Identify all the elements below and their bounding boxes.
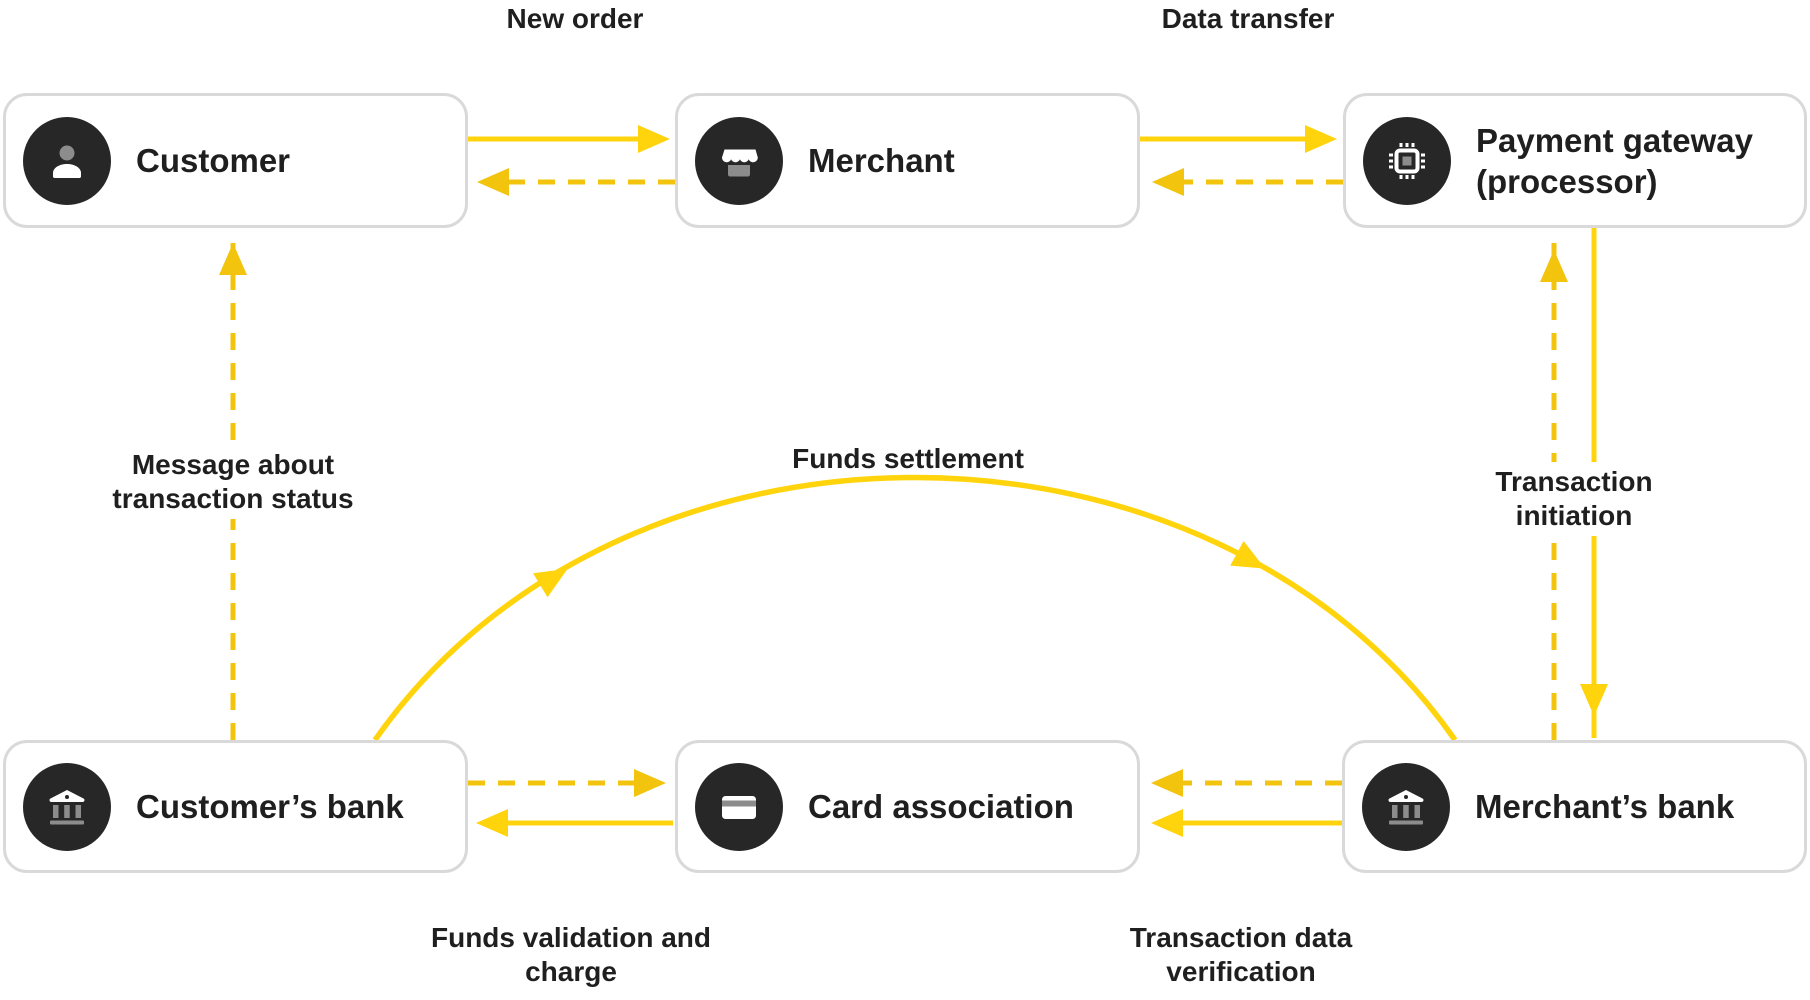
bank-icon: [23, 762, 111, 851]
arrow-merchants-bank-to-card-association-solid: [1151, 809, 1342, 837]
node-payment-gateway: Payment gateway (processor): [1343, 93, 1807, 228]
edge-label-new-order: New order: [506, 3, 644, 34]
arrow-merchant-to-customer-dashed: [477, 168, 675, 196]
node-merchants-bank: Merchant’s bank: [1342, 740, 1807, 873]
person-icon: [23, 116, 111, 205]
node-customer: Customer: [3, 93, 468, 228]
arrow-merchant-to-gateway: [1140, 125, 1337, 153]
edge-label-line: transaction status: [112, 483, 354, 514]
credit-card-icon: [695, 762, 783, 851]
chip-icon: [1363, 116, 1451, 205]
node-label-line: (processor): [1476, 162, 1658, 200]
node-card-association: Card association: [675, 740, 1140, 873]
edge-label-funds-validation: Funds validation and charge: [431, 921, 711, 989]
edge-label-transaction-verification: Transaction data verification: [1130, 921, 1353, 989]
edge-label-transaction-initiation: Transaction initiation: [1487, 462, 1661, 536]
storefront-icon: [695, 116, 783, 205]
node-label-line: Payment gateway: [1476, 121, 1753, 159]
node-label-card-association: Card association: [808, 788, 1074, 825]
arrow-gateway-to-merchant-dashed: [1152, 168, 1343, 196]
edge-label-line: Transaction: [1495, 466, 1653, 497]
edge-label-line: Message about: [131, 449, 335, 480]
node-merchant: Merchant: [675, 93, 1140, 228]
arrow-customers-bank-to-card-association-dashed: [468, 769, 666, 797]
edge-label-message-status: Message about transaction status: [104, 445, 362, 519]
edge-label-funds-settlement: Funds settlement: [792, 443, 1024, 474]
node-customers-bank: Customer’s bank: [3, 740, 468, 873]
edge-label-line: verification: [1166, 956, 1316, 987]
edge-label-line: Funds validation and: [430, 922, 712, 953]
node-label-customer: Customer: [136, 142, 291, 179]
edge-label-line: Transaction data: [1129, 922, 1353, 953]
bank-icon: [1362, 762, 1450, 851]
node-label-payment-gateway: Payment gateway (processor): [1476, 120, 1753, 202]
node-label-merchants-bank: Merchant’s bank: [1475, 788, 1735, 825]
arrow-card-association-to-customers-bank: [476, 809, 673, 837]
edge-label-data-transfer: Data transfer: [1161, 3, 1335, 34]
node-label-merchant: Merchant: [808, 142, 955, 179]
node-label-customers-bank: Customer’s bank: [136, 788, 404, 825]
edge-label-line: initiation: [1515, 500, 1633, 531]
edge-label-line: charge: [525, 956, 617, 987]
arrow-customer-to-merchant: [468, 125, 670, 153]
arc-funds-settlement: [372, 474, 1458, 742]
arrow-merchants-bank-to-card-association-dashed: [1151, 769, 1342, 797]
